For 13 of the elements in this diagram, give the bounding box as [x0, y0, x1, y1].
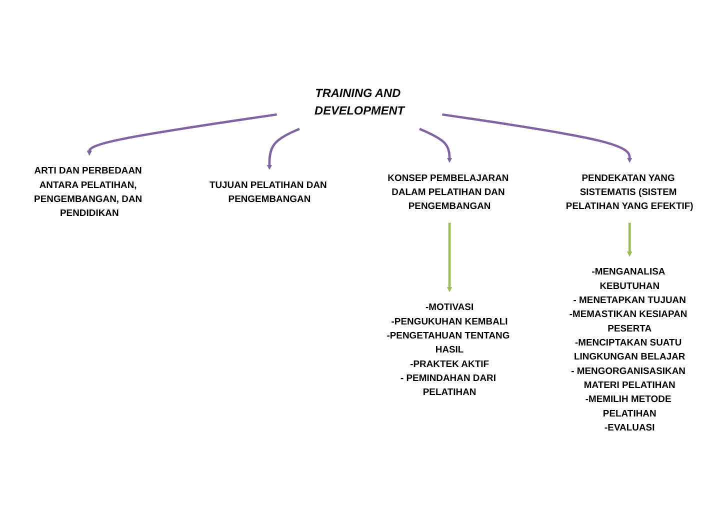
arrow: [627, 222, 632, 257]
arrow: [266, 128, 300, 170]
node-text: -MENGANALISA KEBUTUHAN - MENETAPKAN TUJUAN -MEMASTIKAN KESIAPAN PESERTA -MENCIPTAKAN SUATU LINGKUNGAN BELAJAR - MENGORGANISASIKAN MATERI PELATIHAN -MEMILIH METODE PELATIHAN -EVALUASI: [569, 267, 688, 433]
arrow: [86, 113, 278, 156]
node-text: KONSEP PEMBELAJARAN DALAM PELATIHAN DAN PENGEMBANGAN: [388, 173, 509, 212]
node-text: ARTI DAN PERBEDAAN ANTARA PELATIHAN, PENGEMBANGAN, DAN PENDIDIKAN: [34, 166, 142, 219]
node-text: TRAINING AND DEVELOPMENT: [314, 87, 404, 118]
arrow: [419, 128, 452, 163]
node-text: PENDEKATAN YANG SISTEMATIS (SISTEM PELATIHAN YANG EFEKTIF): [566, 173, 694, 212]
arrow: [442, 113, 632, 163]
node-text: TUJUAN PELATIHAN DAN PENGEMBANGAN: [209, 180, 327, 204]
node-text: -MOTIVASI -PENGUKUHAN KEMBALI -PENGETAHUAN TENTANG HASIL -PRAKTEK AKTIF - PEMINDAHAN DARI PELATIHAN: [386, 302, 510, 398]
arrow: [446, 222, 452, 292]
